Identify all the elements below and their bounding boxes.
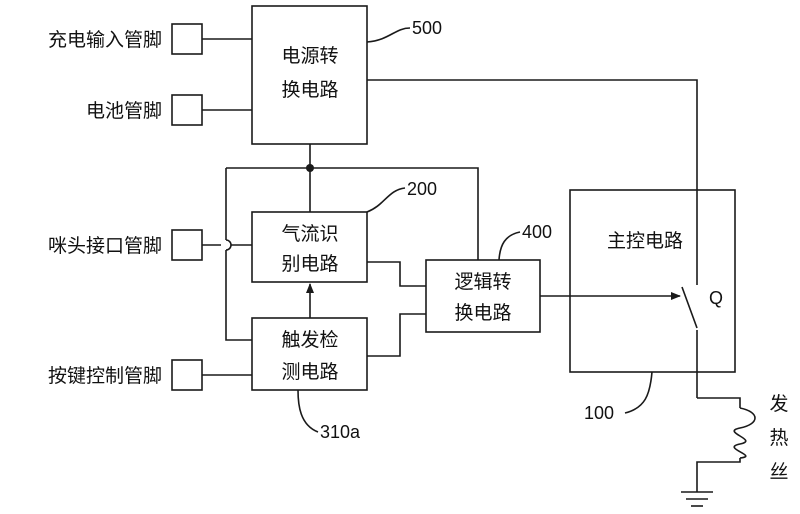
ref-200: 200 [407,179,437,199]
ref-500: 500 [412,18,442,38]
wire-power-to-switch [367,79,698,190]
leader-100 [624,371,653,414]
ref-310a: 310a [320,422,361,442]
power-conversion-block [251,5,368,145]
wire-heater-to-ground [696,458,741,492]
button-control-pin-label: 按键控制管脚 [48,365,162,387]
logic-conversion-label-line2: 换电路 [454,302,511,324]
wire-trigger-to-logic [367,313,426,357]
main-control-label: 主控电路 [607,230,683,252]
switch-q-label: Q [709,288,723,308]
heater-label-line3: 丝 [769,461,788,483]
leader-310a [297,389,319,433]
wire-power-rail [226,167,479,260]
wire-crossover-hop [225,239,232,251]
charge-input-pin-terminal [171,23,203,55]
leader-200 [366,187,406,213]
ref-400: 400 [522,222,552,242]
leader-500 [366,27,411,43]
wire-left-rail-lower [225,250,252,341]
logic-conversion-block [425,259,541,333]
logic-conversion-label-line1: 逻辑转 [454,271,511,293]
airflow-recognition-block [251,211,368,283]
heater-coil [733,407,756,459]
heater-label-line2: 热 [769,427,788,449]
button-control-pin-terminal [171,359,203,391]
wire-to-heater [697,397,741,408]
heater-label-line1: 发 [769,393,788,415]
main-control-block [569,189,736,373]
mic-interface-pin-terminal [171,229,203,261]
switch-blade [681,286,698,329]
airflow-recognition-label-line1: 气流识 [281,223,338,245]
charge-input-pin-label: 充电输入管脚 [48,29,162,51]
battery-pin-label: 电池管脚 [86,100,162,122]
trigger-detection-label-line2: 测电路 [281,361,338,383]
battery-pin-terminal [171,94,203,126]
airflow-recognition-label-line2: 别电路 [281,253,338,275]
leader-400 [498,231,521,261]
trigger-detection-label-line1: 触发检 [281,329,338,351]
power-conversion-label-line2: 换电路 [281,79,338,101]
power-conversion-label-line1: 电源转 [281,45,338,67]
trigger-detection-block [251,317,368,391]
ref-100: 100 [584,403,614,423]
wire-airflow-to-logic [367,261,426,287]
mic-interface-pin-label: 咪头接口管脚 [48,235,162,257]
